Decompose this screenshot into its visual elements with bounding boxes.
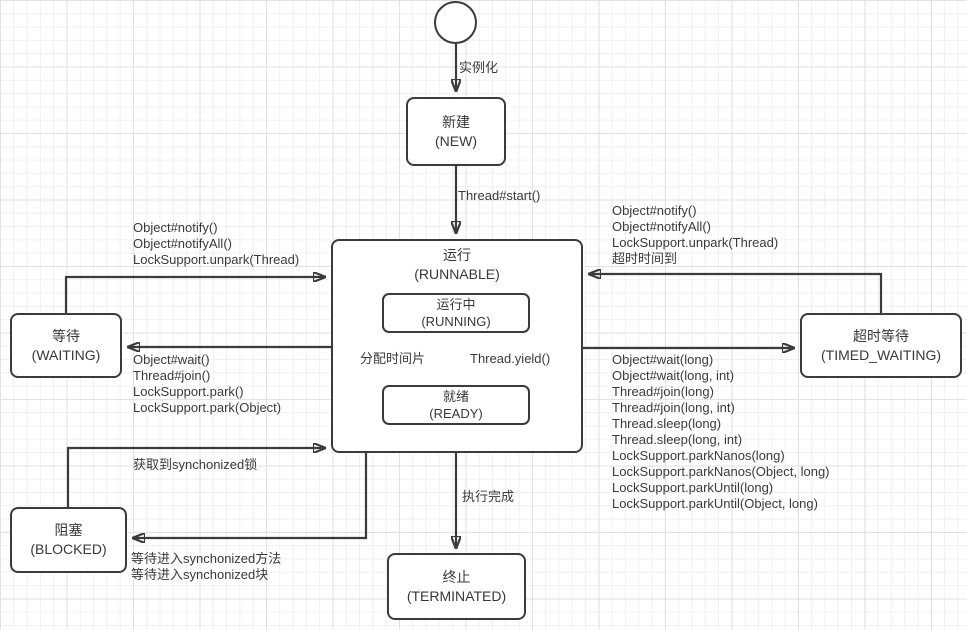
node-title: 就绪 (442, 389, 469, 404)
label-timed-to-runnable: Object#notify() Object#notifyAll() LockS… (612, 203, 779, 266)
label-allocate-timeslice: 分配时间片 (360, 351, 426, 366)
label-blocked-to-runnable: 获取到synchonized锁 (133, 457, 258, 472)
node-title: 阻塞 (54, 522, 83, 538)
node-title: 运行 (443, 247, 471, 263)
node-title: 超时等待 (853, 327, 909, 344)
node-timed-waiting: 超时等待 (TIMED_WAITING) (800, 313, 962, 378)
label-runnable-to-timed: Object#wait(long) Object#wait(long, int)… (612, 352, 830, 511)
node-subtitle: (TIMED_WAITING) (820, 346, 942, 363)
label-waiting-to-runnable: Object#notify() Object#notifyAll() LockS… (133, 220, 300, 267)
node-subtitle: (WAITING) (31, 346, 101, 363)
node-terminated: 终止 (TERMINATED) (387, 553, 526, 620)
node-title: 终止 (442, 568, 471, 585)
node-ready: 就绪 (READY) (382, 385, 530, 425)
edge-waiting-to-runnable (64, 277, 326, 313)
edge-timed-to-runnable (588, 274, 883, 313)
node-blocked: 阻塞 (BLOCKED) (10, 507, 127, 573)
label-thread-yield: Thread.yield() (470, 351, 551, 366)
node-title: 等待 (52, 327, 80, 344)
label-runnable-to-waiting: Object#wait() Thread#join() LockSupport.… (133, 352, 282, 415)
node-title: 新建 (442, 113, 470, 130)
node-subtitle: (NEW) (435, 132, 477, 149)
label-execution-complete: 执行完成 (462, 489, 515, 504)
label-thread-start: Thread#start() (458, 188, 541, 203)
node-subtitle: (TERMINATED) (406, 587, 507, 604)
node-subtitle: (READY) (429, 406, 483, 421)
node-new: 新建 (NEW) (406, 97, 506, 166)
node-subtitle: (RUNNING) (421, 314, 491, 329)
label-instantiate: 实例化 (459, 60, 499, 75)
node-title: 运行中 (436, 297, 476, 312)
node-waiting: 等待 (WAITING) (10, 313, 122, 378)
node-subtitle: (RUNNABLE) (414, 266, 500, 282)
node-running: 运行中 (RUNNING) (382, 293, 530, 333)
label-runnable-to-blocked: 等待进入synchonized方法 等待进入synchonized块 (131, 551, 282, 582)
node-subtitle: (BLOCKED) (30, 541, 107, 557)
start-state-circle (434, 1, 477, 44)
